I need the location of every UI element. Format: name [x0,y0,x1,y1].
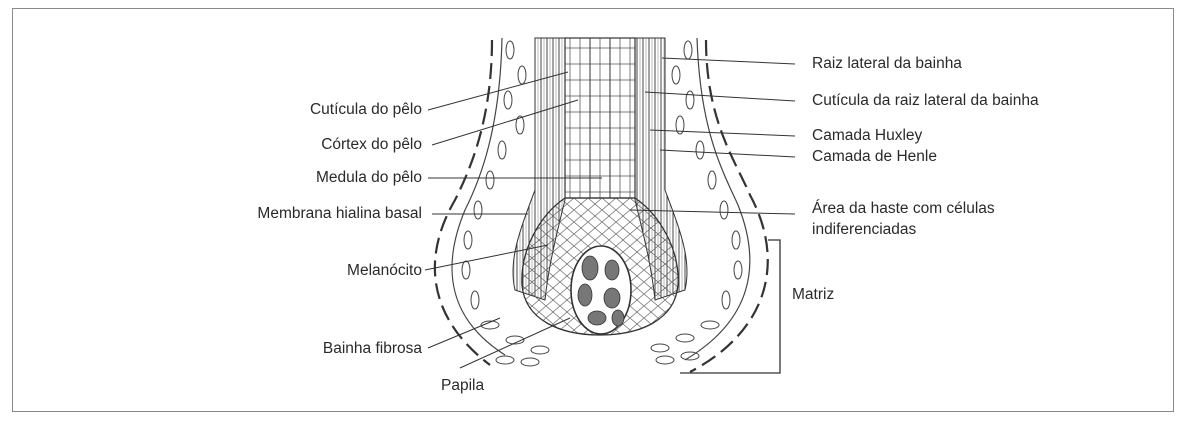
label-camada-de-henle: Camada de Henle [812,148,937,166]
label-cortex-do-pelo: Córtex do pêlo [321,136,422,154]
label-indiferenciadas: indiferenciadas [812,221,916,239]
label-medula-do-pelo: Medula do pêlo [316,169,422,187]
label-bainha-fibrosa: Bainha fibrosa [323,340,422,358]
label-area-da-haste: Área da haste com células [812,200,995,218]
label-membrana-hialina-basal: Membrana hialina basal [257,205,422,223]
label-camada-huxley: Camada Huxley [812,127,922,145]
label-cuticula-do-pelo: Cutícula do pêlo [310,101,422,119]
label-raiz-lateral-da-bainha: Raiz lateral da bainha [812,55,962,73]
label-matriz: Matriz [792,286,834,304]
label-melanocito: Melanócito [347,262,422,280]
label-papila: Papila [441,377,484,395]
label-cuticula-da-raiz-lateral: Cutícula da raiz lateral da bainha [812,92,1039,110]
